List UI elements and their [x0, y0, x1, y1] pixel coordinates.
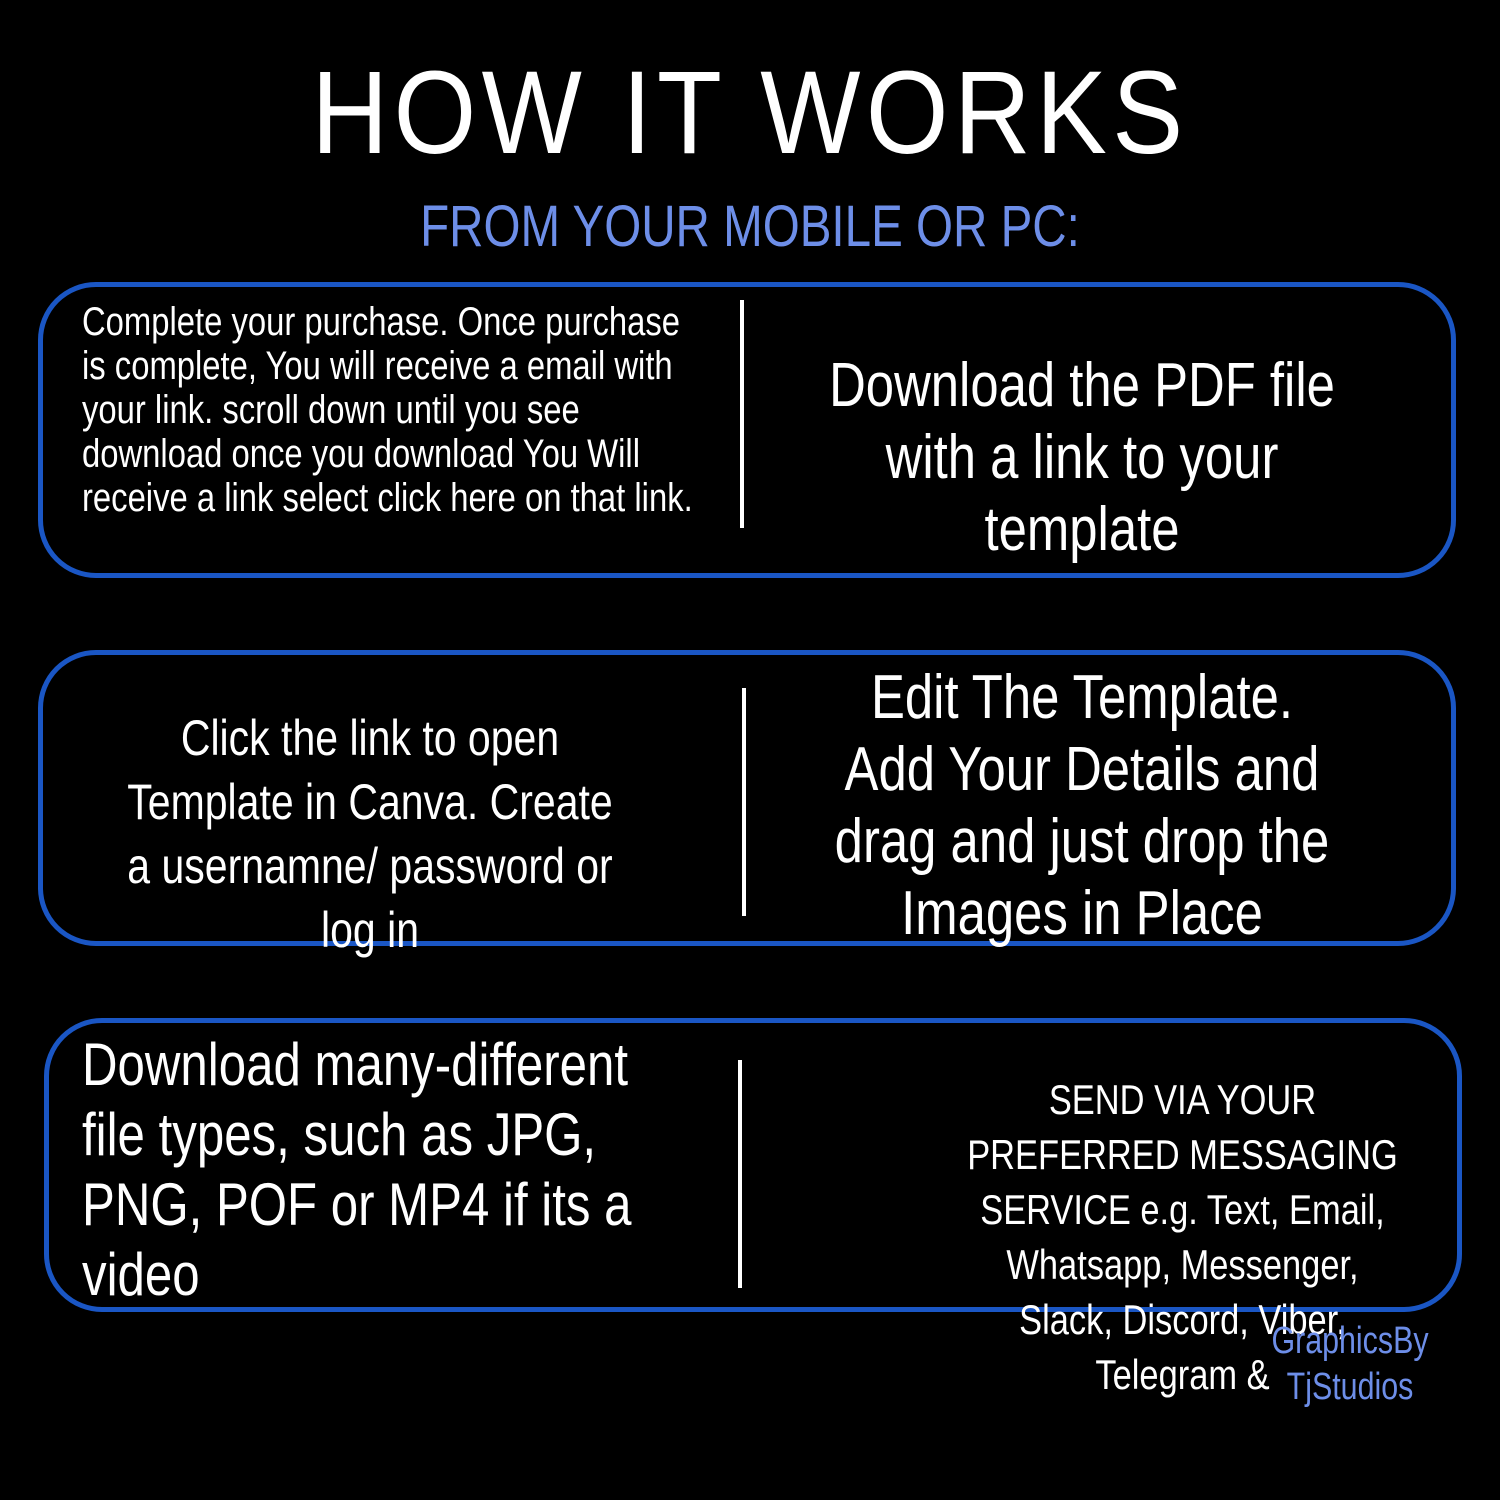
page-title: HOW IT WORKS — [311, 47, 1189, 179]
step-divider-1 — [740, 300, 744, 528]
step-1-right-heading: Download the PDF file with a link to you… — [829, 351, 1335, 564]
step-3-left-text: Download many-different file types, such… — [82, 1031, 632, 1308]
step-1-left-text: Complete your purchase. Once purchase is… — [82, 300, 693, 520]
credit-line-1: GraphicsBy — [1271, 1320, 1429, 1362]
step-divider-2 — [742, 688, 746, 916]
credit-line-2: TjStudios — [1286, 1366, 1414, 1408]
step-3-right-text: SEND VIA YOUR PREFERRED MESSAGING SERVIC… — [967, 1076, 1398, 1398]
step-divider-3 — [738, 1060, 742, 1288]
step-2-right-text: Edit The Template. Add Your Details and … — [834, 663, 1330, 948]
step-2-left-text: Click the link to open Template in Canva… — [127, 710, 613, 958]
step-card-2 — [38, 650, 1456, 946]
step-card-1 — [38, 282, 1456, 578]
step-card-3 — [44, 1018, 1462, 1312]
credit-watermark: GraphicsBy TjStudios — [1254, 1318, 1446, 1410]
page-subtitle: FROM YOUR MOBILE OR PC: — [420, 194, 1080, 259]
